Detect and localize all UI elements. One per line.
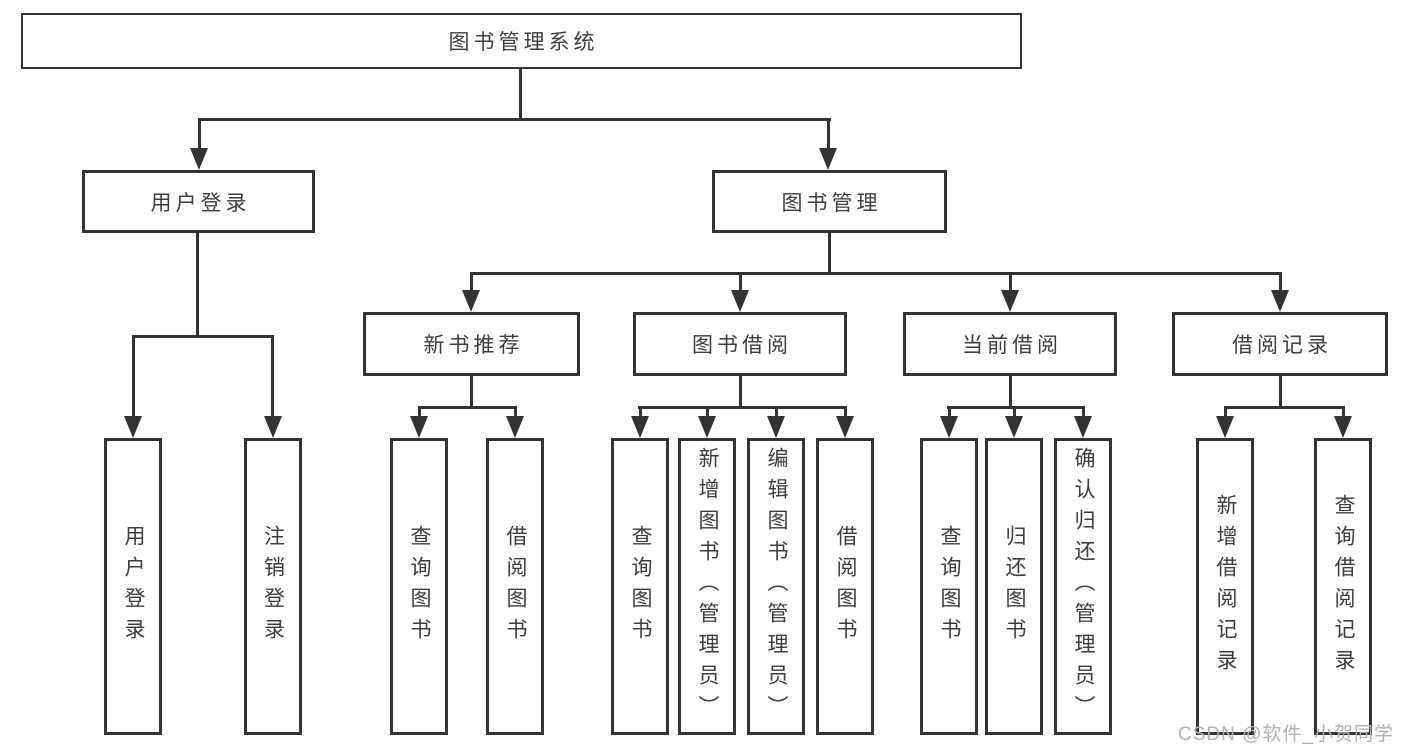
connector-line — [197, 118, 831, 121]
connector-line — [513, 409, 517, 421]
connector-line — [738, 376, 742, 409]
arrowhead-down-icon — [631, 416, 649, 438]
arrowhead-down-icon — [1074, 416, 1092, 438]
connector-line — [1223, 406, 1345, 409]
connector-line — [470, 376, 473, 409]
arrowhead-down-icon — [767, 416, 785, 438]
leaf-query-books-borrow: 查询图书 — [611, 438, 669, 735]
connector-line — [469, 272, 1282, 275]
node-borrow-records: 借阅记录 — [1172, 312, 1388, 376]
connector-line — [738, 275, 742, 293]
connector-line — [843, 409, 847, 421]
node-book-borrow: 图书借阅 — [633, 312, 847, 376]
connector-line — [1278, 376, 1282, 409]
node-book-management: 图书管理 — [712, 170, 947, 233]
connector-line — [947, 406, 1085, 409]
connector-line — [519, 68, 522, 121]
node-current-borrow: 当前借阅 — [903, 312, 1117, 376]
leaf-query-books-current: 查询图书 — [920, 438, 978, 735]
arrowhead-down-icon — [462, 290, 480, 312]
arrowhead-down-icon — [819, 148, 837, 170]
connector-line — [195, 233, 199, 338]
arrowhead-down-icon — [506, 416, 524, 438]
csdn-watermark: CSDN @软件_小贺同学 — [1178, 724, 1394, 745]
connector-line — [1278, 275, 1282, 293]
connector-line — [774, 409, 778, 421]
connector-line — [417, 409, 421, 421]
connector-line — [417, 406, 517, 409]
leaf-add-books-admin: 新增图书（管理员） — [678, 438, 736, 735]
arrowhead-down-icon — [1216, 416, 1234, 438]
connector-line — [131, 335, 274, 338]
connector-line — [638, 406, 847, 409]
node-library-system: 图书管理系统 — [21, 13, 1022, 69]
arrowhead-down-icon — [1001, 290, 1019, 312]
leaf-borrow-books-recommend: 借阅图书 — [486, 438, 544, 735]
leaf-logout: 注销登录 — [243, 438, 302, 735]
leaf-return-books: 归还图书 — [985, 438, 1043, 735]
connector-line — [638, 409, 642, 421]
connector-line — [1012, 409, 1016, 421]
arrowhead-down-icon — [731, 290, 749, 312]
connector-line — [826, 121, 830, 150]
connector-line — [271, 338, 274, 418]
node-new-book-recommend: 新书推荐 — [363, 312, 580, 376]
connector-line — [1008, 376, 1012, 409]
connector-line — [1223, 409, 1227, 421]
connector-line — [947, 409, 951, 421]
arrowhead-down-icon — [1334, 416, 1352, 438]
arrowhead-down-icon — [190, 148, 208, 170]
connector-line — [469, 275, 473, 293]
leaf-borrow-books: 借阅图书 — [816, 438, 874, 735]
connector-line — [705, 409, 709, 421]
leaf-query-books-recommend: 查询图书 — [390, 438, 448, 735]
leaf-query-borrow-record: 查询借阅记录 — [1314, 438, 1372, 735]
arrowhead-down-icon — [940, 416, 958, 438]
connector-line — [1341, 409, 1345, 421]
arrowhead-down-icon — [1005, 416, 1023, 438]
arrowhead-down-icon — [698, 416, 716, 438]
arrowhead-down-icon — [1271, 290, 1289, 312]
connector-line — [197, 121, 201, 150]
arrowhead-down-icon — [836, 416, 854, 438]
arrowhead-down-icon — [124, 416, 142, 438]
connector-line — [1081, 409, 1085, 421]
connector-line — [1008, 275, 1012, 293]
leaf-confirm-return-admin: 确认归还（管理员） — [1054, 438, 1112, 735]
leaf-user-login: 用户登录 — [104, 438, 162, 735]
arrowhead-down-icon — [263, 416, 282, 438]
leaf-add-borrow-record: 新增借阅记录 — [1196, 438, 1254, 735]
node-user-login: 用户登录 — [82, 170, 315, 233]
arrowhead-down-icon — [410, 416, 428, 438]
connector-line — [827, 233, 831, 275]
connector-line — [131, 338, 135, 418]
leaf-edit-books-admin: 编辑图书（管理员） — [747, 438, 805, 735]
